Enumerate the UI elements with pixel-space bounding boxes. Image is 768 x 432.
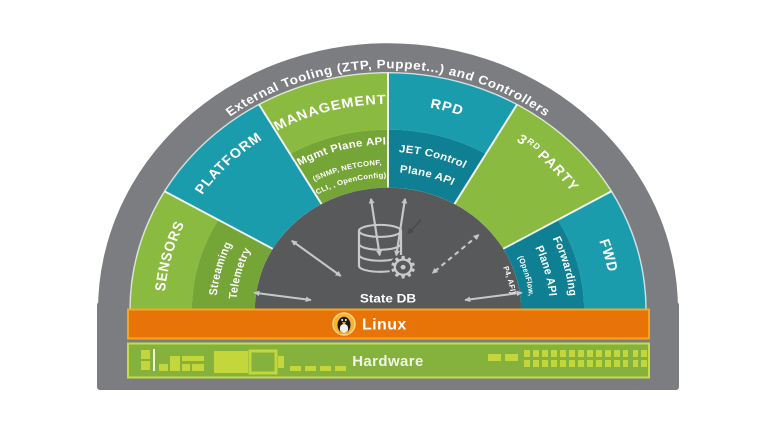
segment-fwd	[557, 191, 646, 310]
linux-tux-icon	[332, 312, 356, 336]
arrow-right	[464, 290, 523, 303]
segment-dividers	[164, 72, 612, 250]
arrow-up-left	[291, 240, 342, 277]
arrow-left	[253, 290, 312, 303]
linux-bar: Linux	[127, 308, 650, 340]
segment-platform	[164, 104, 322, 249]
gear-backdrop	[389, 254, 417, 281]
hardware-label: Hardware	[352, 353, 424, 370]
segment-sensors	[130, 191, 219, 310]
hardware-panel-graphics-right	[488, 350, 648, 369]
arrow-up-1	[368, 197, 382, 257]
segment-management-api	[290, 129, 388, 205]
dome: ⚙ State DB External Tooling (ZTP, Puppet…	[98, 43, 678, 311]
segment-fwd-api	[503, 219, 584, 310]
linux-label: Linux	[362, 317, 407, 334]
segment-rpd-api	[388, 129, 486, 205]
gear-icon: ⚙	[388, 250, 418, 284]
hardware-panel-graphics-left	[141, 349, 346, 375]
hardware-bar: Hardware	[127, 342, 650, 379]
outer-tooling-ring	[98, 43, 678, 310]
ring-inner-edge	[129, 71, 647, 311]
segment-rpd	[388, 72, 517, 154]
segment-third-party	[454, 104, 612, 249]
segment-management	[259, 72, 388, 154]
arrow-up-right-dashed	[431, 234, 480, 274]
segment-sensors-api	[192, 219, 273, 310]
linux-bar-rect	[127, 308, 650, 340]
state-db-label: State DB	[360, 291, 416, 305]
pointer-arrow	[407, 219, 422, 235]
